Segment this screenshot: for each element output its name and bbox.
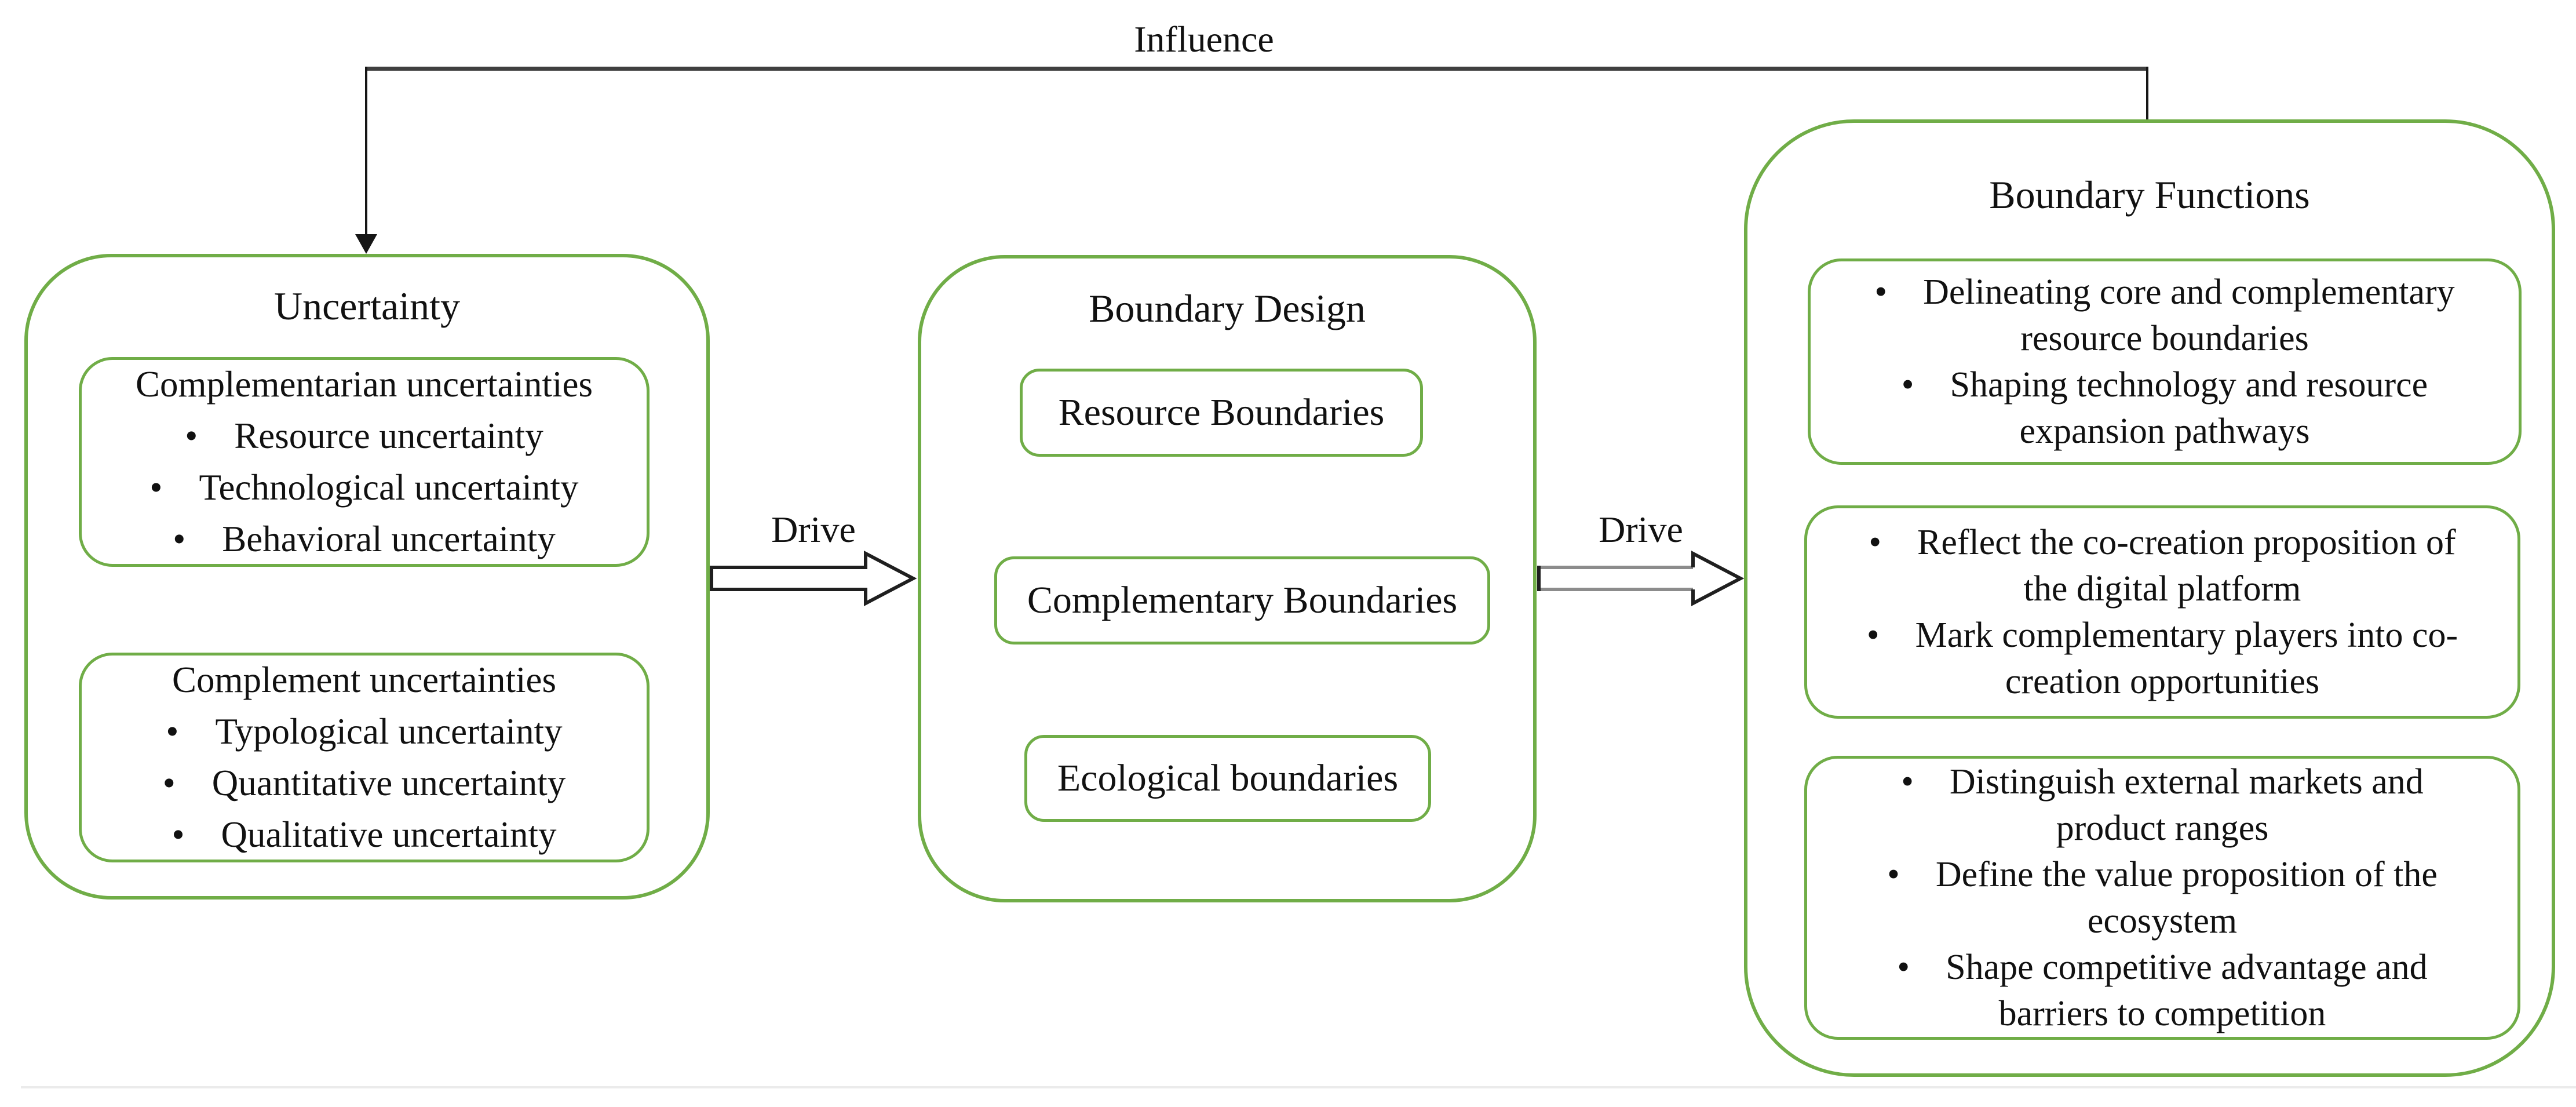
bullet-item: • Technological uncertainty [149,467,579,508]
complementary-boundaries-label: Complementary Boundaries [1027,579,1458,621]
influence-label: Influence [1134,19,1274,60]
page-bottom-rule [21,1086,2576,1088]
bullet-item-wrap: expansion pathways [2019,412,2310,451]
complementarian-title: Complementarian uncertainties [136,364,593,405]
markets-value-box: • Distinguish external markets and produ… [1804,756,2520,1040]
bullet-item: • Shape competitive advantage and [1897,948,2428,987]
ecological-boundaries-box: Ecological boundaries [1024,735,1431,822]
influence-arrowhead-down-icon [355,234,377,254]
influence-line-vertical-right [2146,67,2148,122]
delineating-boundaries-box: • Delineating core and complementary res… [1808,258,2522,465]
resource-boundaries-box: Resource Boundaries [1020,369,1423,457]
bullet-item: • Typological uncertainty [166,711,563,752]
bullet-item-wrap: product ranges [2056,809,2269,848]
influence-line-horizontal [365,67,2148,71]
complement-title: Complement uncertainties [172,660,557,700]
drive2-block-arrow-icon [1537,551,1745,606]
boundary-functions-title: Boundary Functions [1989,173,2310,217]
complementarian-uncertainties-box: Complementarian uncertainties • Resource… [79,357,650,567]
bullet-item: • Define the value proposition of the [1887,855,2438,894]
bullet-item-wrap: resource boundaries [2020,319,2309,358]
bullet-item-wrap: the digital platform [2023,569,2301,609]
bullet-item: • Qualitative uncertainty [172,814,557,855]
complement-uncertainties-box: Complement uncertainties • Typological u… [79,653,650,862]
uncertainty-box: Uncertainty Complementarian uncertaintie… [24,254,710,900]
bullet-item: • Reflect the co-creation proposition of [1869,523,2456,562]
bullet-item: • Resource uncertainty [185,416,543,456]
resource-boundaries-label: Resource Boundaries [1058,391,1385,434]
drive2-label: Drive [1599,509,1683,550]
influence-line-vertical-left [365,67,367,235]
ecological-boundaries-label: Ecological boundaries [1057,757,1399,799]
bullet-item: • Delineating core and complementary [1874,272,2455,312]
uncertainty-title: Uncertainty [274,284,460,328]
boundary-design-title: Boundary Design [1089,286,1366,330]
bullet-item: • Shaping technology and resource [1901,365,2428,405]
boundary-functions-box: Boundary Functions • Delineating core an… [1744,119,2555,1077]
complementary-boundaries-box: Complementary Boundaries [994,556,1490,644]
bullet-item: • Mark complementary players into co- [1866,616,2458,655]
drive1-label: Drive [771,509,856,550]
bullet-item: • Quantitative uncertainty [162,763,566,803]
boundary-design-box: Boundary Design Resource Boundaries Comp… [918,255,1537,902]
bullet-item: • Distinguish external markets and [1901,762,2424,802]
drive1-block-arrow-icon [710,551,917,606]
bullet-item: • Behavioral uncertainty [173,519,556,559]
bullet-item-wrap: creation opportunities [2005,662,2320,701]
co-creation-box: • Reflect the co-creation proposition of… [1804,505,2520,719]
bullet-item-wrap: ecosystem [2087,901,2238,941]
bullet-item-wrap: barriers to competition [1998,994,2326,1033]
